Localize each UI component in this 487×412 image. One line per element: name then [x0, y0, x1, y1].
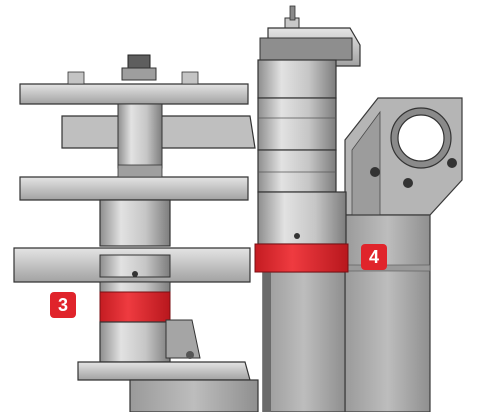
- highlighted-ring-3: [99, 291, 171, 323]
- left-spindle: [13, 54, 256, 293]
- callout-badge-3: 3: [50, 292, 76, 318]
- left-base: [77, 319, 259, 412]
- callout-badge-4: 4: [361, 244, 387, 270]
- highlighted-ring-4: [254, 243, 349, 273]
- mounting-bracket: [344, 97, 463, 412]
- right-spindle: [257, 5, 361, 412]
